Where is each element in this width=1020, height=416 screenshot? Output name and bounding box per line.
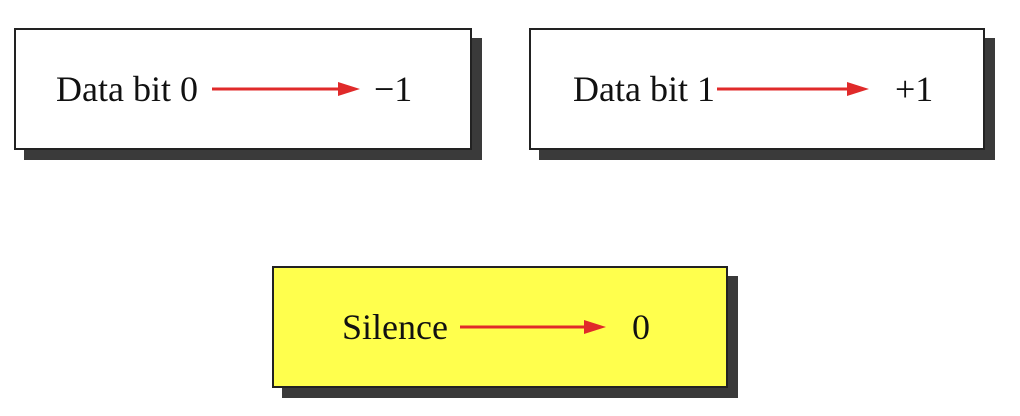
mapping-box-data-bit-1: Data bit 1 +1: [529, 28, 985, 150]
mapping-box-silence: Silence 0: [272, 266, 728, 388]
output-value: −1: [373, 69, 413, 109]
mapping-row: Data bit 0 −1: [16, 30, 470, 148]
output-value: 0: [631, 307, 650, 347]
right-arrow-icon: [459, 320, 606, 334]
mapping-box-data-bit-0: Data bit 0 −1: [14, 28, 472, 150]
right-arrow-icon: [716, 82, 869, 96]
input-label: Data bit 1: [573, 69, 715, 109]
input-label: Silence: [342, 307, 448, 347]
output-value: +1: [894, 69, 934, 109]
mapping-row: Data bit 1 +1: [531, 30, 983, 148]
input-label: Data bit 0: [56, 69, 198, 109]
right-arrow-icon: [211, 82, 360, 96]
mapping-row: Silence 0: [274, 268, 726, 386]
